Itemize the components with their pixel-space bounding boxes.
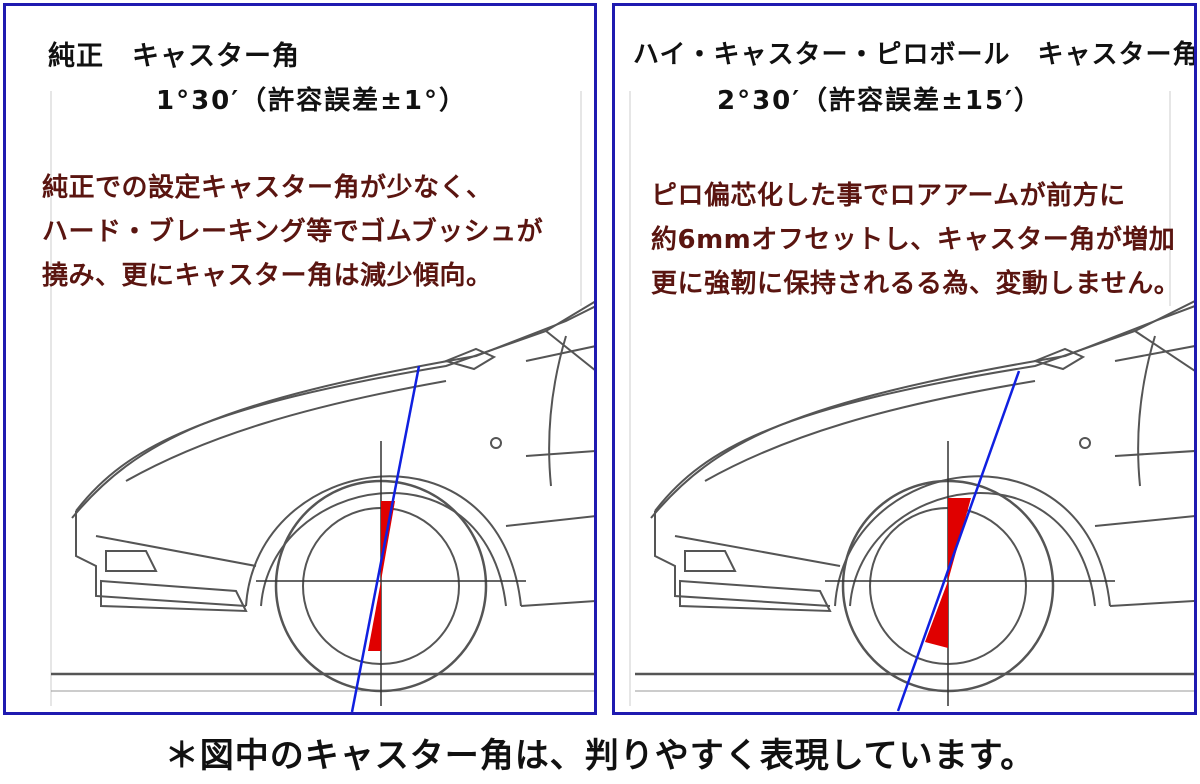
panel-title: 純正 キャスター角	[48, 41, 300, 72]
caster-spec: 2°30′（許容誤差±15′）	[717, 86, 1042, 116]
footnote: ＊図中のキャスター角は、判りやすく表現しています。	[164, 736, 1036, 776]
car-front-drawing-high-caster	[629, 91, 1194, 712]
car-front-drawing-stock	[50, 91, 594, 712]
panel-title: ハイ・キャスター・ピロボール キャスター角	[633, 40, 1197, 70]
caster-angle-wedge-lower	[368, 581, 381, 651]
caster-angle-wedge-lower	[925, 581, 948, 648]
description: ピロ偏芯化した事でロアアームが前方に 約6mmオフセットし、キャスター角が増加 …	[651, 174, 1180, 306]
description-line: 撓み、更にキャスター角は減少傾向。	[42, 261, 493, 291]
description-line: 更に強靭に保持されるる為、変動しません。	[651, 269, 1181, 299]
caster-spec: 1°30′（許容誤差±1°）	[156, 86, 468, 116]
steering-axis-line	[350, 365, 421, 712]
steering-axis-line	[896, 370, 1021, 712]
caster-angle-wedge-upper	[381, 501, 395, 581]
panel-stock-caster: 純正 キャスター角 1°30′（許容誤差±1°） 純正での設定キャスター角が少な…	[3, 3, 597, 715]
description-line: 約6mmオフセットし、キャスター角が増加	[651, 225, 1176, 255]
description: 純正での設定キャスター角が少なく、 ハード・ブレーキング等でゴムブッシュが 撓み…	[42, 166, 543, 298]
description-line: ピロ偏芯化した事でロアアームが前方に	[651, 181, 1126, 211]
description-line: ハード・ブレーキング等でゴムブッシュが	[42, 217, 544, 247]
description-line: 純正での設定キャスター角が少なく、	[42, 173, 493, 203]
panel-high-caster: ハイ・キャスター・ピロボール キャスター角 2°30′（許容誤差±15′） ピロ…	[612, 3, 1197, 715]
